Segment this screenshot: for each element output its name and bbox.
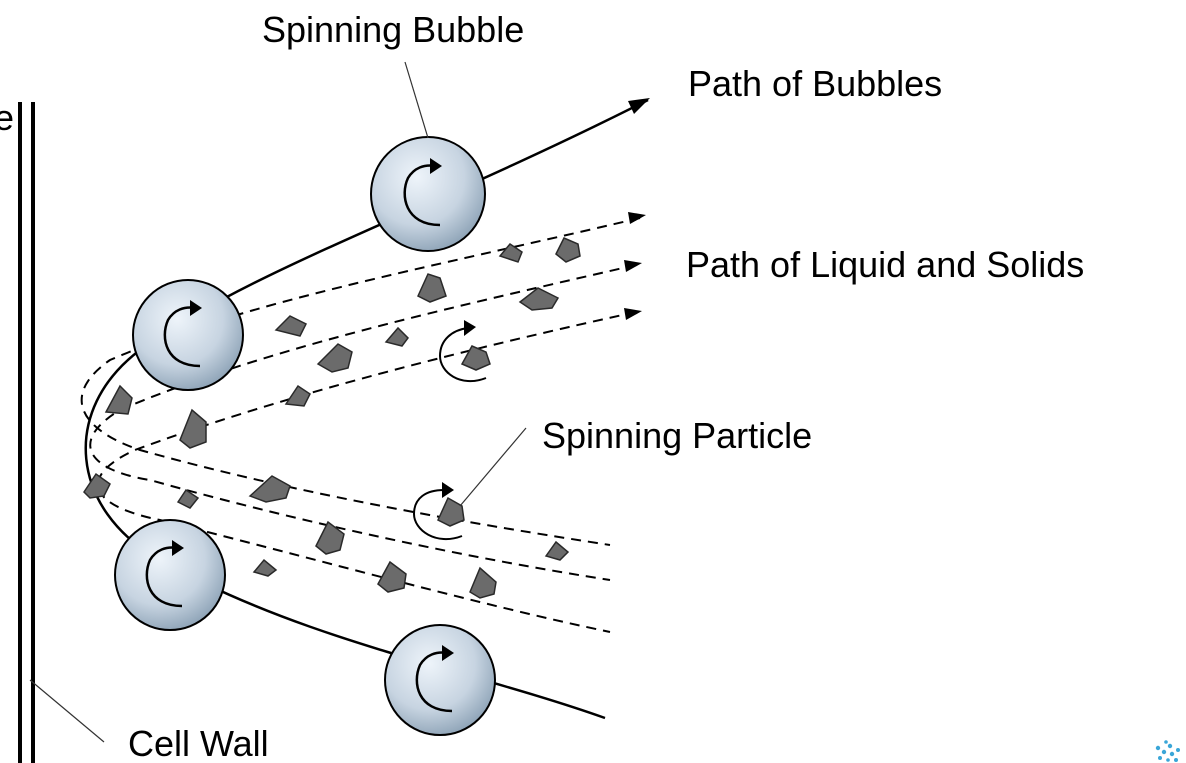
particle: [544, 540, 570, 561]
liquid-path-3: [97, 311, 637, 633]
bubble: [384, 624, 496, 736]
particle-spin-arrow: [412, 482, 463, 541]
cell-wall-leader: [29, 679, 105, 743]
spinning-bubble-leader: [404, 61, 429, 139]
spinning-bubble-label: Spinning Bubble: [262, 9, 524, 50]
particle: [248, 475, 291, 503]
particle: [555, 237, 581, 263]
particle: [176, 488, 200, 509]
clipped-left-label: e: [0, 97, 14, 138]
particle: [252, 558, 278, 577]
spinning-particle-label: Spinning Particle: [542, 415, 812, 456]
particle: [498, 243, 523, 263]
particle: [316, 343, 353, 373]
particle: [460, 345, 491, 371]
particle: [274, 315, 308, 337]
liquid-path-arrowheads: [624, 212, 646, 320]
liquid-path-1: [80, 217, 641, 546]
cell-wall-label: Cell Wall: [128, 723, 269, 763]
particle: [377, 560, 407, 593]
cell-wall: [18, 102, 35, 763]
curved-arrow-icon: [415, 651, 453, 713]
curved-arrow-icon: [438, 327, 487, 383]
particle: [437, 496, 465, 527]
curved-arrow-icon: [412, 489, 463, 541]
bubble: [114, 519, 226, 631]
path-of-liquid-and-solids-label: Path of Liquid and Solids: [686, 244, 1084, 285]
curved-arrow-icon: [403, 164, 441, 227]
bubble: [370, 136, 486, 252]
leader-lines: [29, 61, 527, 743]
spinning-particle-leader: [459, 427, 527, 507]
curved-arrow-icon: [163, 306, 201, 368]
particle: [83, 472, 111, 499]
curved-arrow-icon: [145, 546, 183, 608]
particle: [384, 326, 409, 347]
particle: [104, 384, 133, 415]
particle: [518, 287, 560, 311]
bubble: [132, 279, 244, 391]
particle: [179, 408, 207, 449]
bubble-path-arrowhead: [628, 98, 650, 114]
particles: [83, 237, 581, 599]
liquid-paths: [80, 217, 641, 633]
particle: [417, 273, 447, 303]
particle: [469, 566, 497, 599]
particle: [315, 520, 345, 555]
path-of-bubbles-label: Path of Bubbles: [688, 63, 942, 104]
liquid-path-2: [89, 264, 637, 581]
particle: [284, 384, 311, 407]
dots-logo-icon: [1155, 740, 1180, 762]
particle-spin-arrow: [438, 320, 487, 383]
